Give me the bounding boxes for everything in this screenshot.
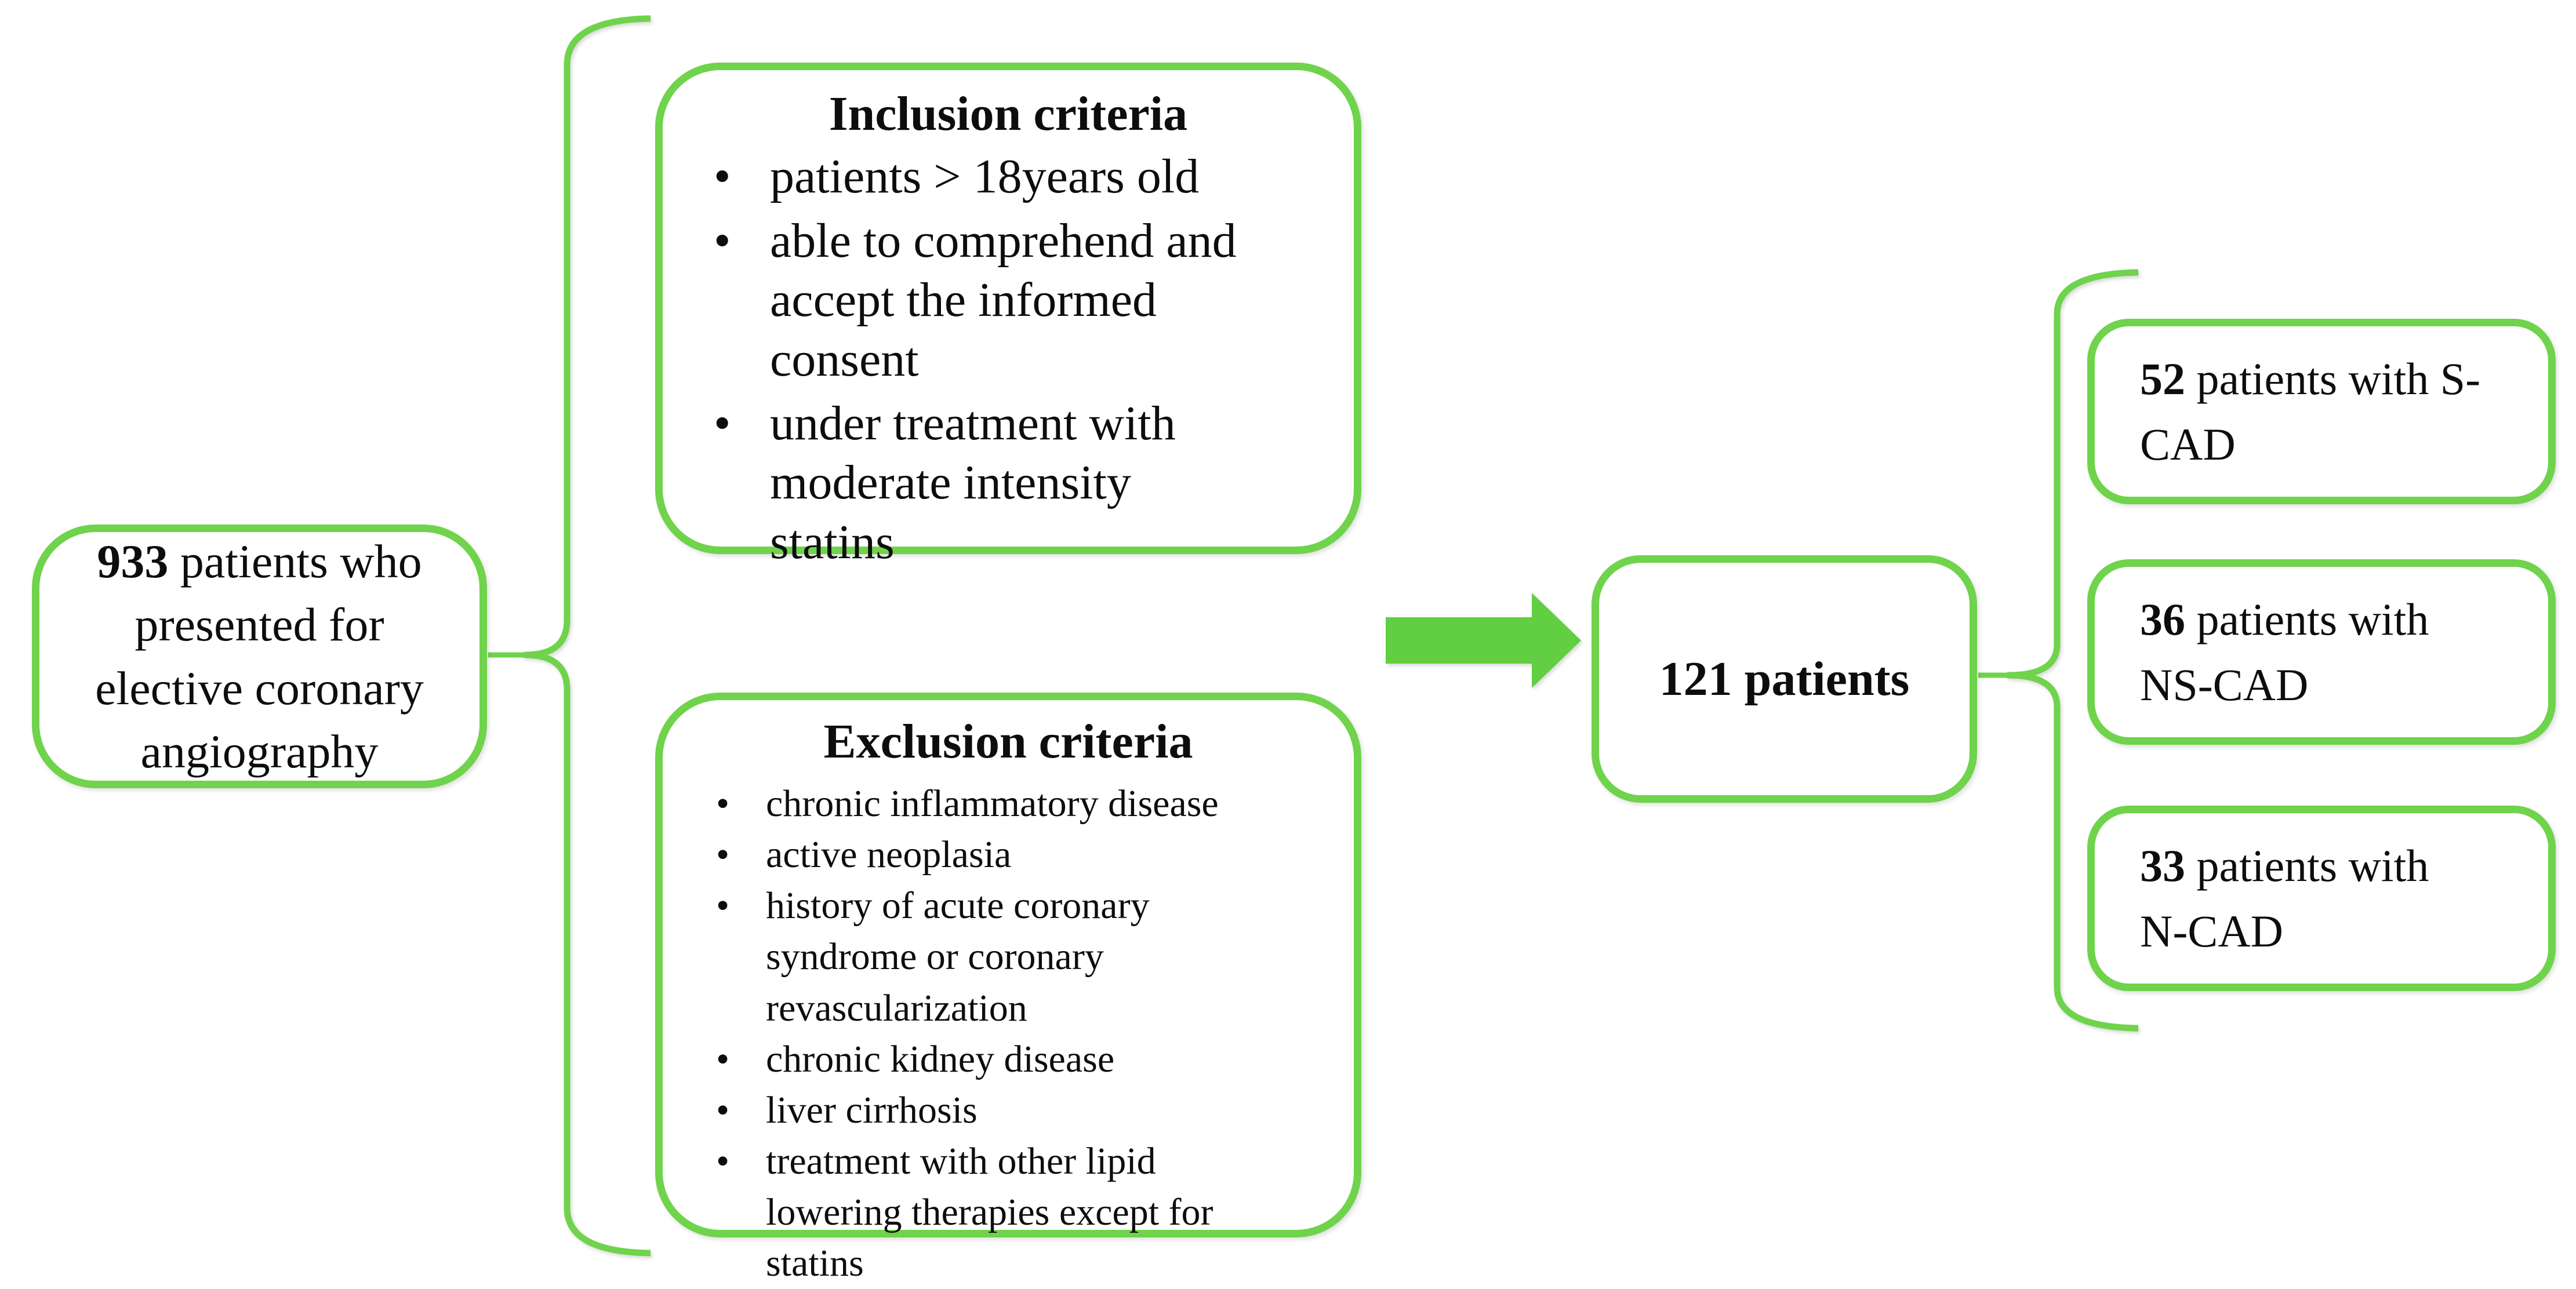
exclusion-bullet-text: treatment with other lipid lowering ther… <box>766 1139 1213 1285</box>
inclusion-bullet: • patients > 18years old <box>663 147 1354 206</box>
exclusion-bullet-text: chronic inflammatory disease <box>766 782 1219 825</box>
inclusion-bullet-text: patients > 18years old <box>770 150 1200 204</box>
bullet-icon: • <box>716 1037 730 1080</box>
exclusion-bullet: • chronic kidney disease <box>663 1034 1354 1085</box>
inclusion-criteria-box: Inclusion criteria • patients > 18years … <box>655 63 1361 569</box>
exclusion-bullet-text: chronic kidney disease <box>766 1037 1115 1080</box>
outcome-scad-text: 52 patients with S- CAD <box>2140 346 2480 477</box>
outcome-ncad-label: patients with N-CAD <box>2140 840 2429 956</box>
bullet-icon: • <box>716 1139 730 1182</box>
outcome-nscad-text: 36 patients with NS-CAD <box>2140 587 2429 718</box>
inclusion-bullet: • able to comprehend and accept the info… <box>663 212 1354 389</box>
outcome-scad-label: patients with S- CAD <box>2140 353 2481 469</box>
bullet-icon: • <box>714 396 731 450</box>
bullet-icon: • <box>714 213 731 268</box>
result-label: 121 patients <box>1659 652 1910 706</box>
exclusion-bullet: • liver cirrhosis <box>663 1085 1354 1136</box>
outcome-box-nscad: 36 patients with NS-CAD <box>2087 559 2556 745</box>
result-box: 121 patients <box>1592 555 1977 803</box>
outcome-nscad-count: 36 <box>2140 593 2185 644</box>
inclusion-bullet-text: able to comprehend and accept the inform… <box>770 213 1237 387</box>
bullet-icon: • <box>716 833 730 876</box>
inclusion-title: Inclusion criteria <box>829 87 1188 141</box>
exclusion-criteria-box: Exclusion criteria • chronic inflammator… <box>655 693 1361 1284</box>
exclusion-bullet: • treatment with other lipid lowering th… <box>663 1136 1354 1289</box>
exclusion-bullet: • active neoplasia <box>663 829 1354 880</box>
outcome-box-scad: 52 patients with S- CAD <box>2087 319 2556 504</box>
right-arrow-icon <box>1386 593 1581 688</box>
outcome-scad-count: 52 <box>2140 353 2185 404</box>
exclusion-bullet-text: history of acute coronary syndrome or co… <box>766 884 1150 1029</box>
source-population-box: 933 patients who presented for elective … <box>32 525 487 788</box>
exclusion-title: Exclusion criteria <box>823 715 1193 769</box>
source-population-text: 933 patients who presented for elective … <box>95 530 424 782</box>
inclusion-bullet-text: under treatment with moderate intensity … <box>770 396 1176 569</box>
inclusion-bullet: • under treatment with moderate intensit… <box>663 394 1354 572</box>
exclusion-bullet-text: active neoplasia <box>766 833 1012 876</box>
bullet-icon: • <box>716 884 730 927</box>
outcome-box-ncad: 33 patients with N-CAD <box>2087 806 2556 991</box>
left-brace <box>522 15 651 1257</box>
bullet-icon: • <box>716 782 730 825</box>
exclusion-bullet: • chronic inflammatory disease <box>663 778 1354 829</box>
bullet-icon: • <box>714 150 731 204</box>
outcome-ncad-count: 33 <box>2140 840 2185 891</box>
bullet-icon: • <box>716 1088 730 1131</box>
outcome-nscad-label: patients with NS-CAD <box>2140 593 2429 710</box>
outcome-ncad-text: 33 patients with N-CAD <box>2140 833 2429 964</box>
source-count: 933 <box>97 535 169 588</box>
exclusion-bullet-text: liver cirrhosis <box>766 1088 978 1131</box>
source-label: patients who presented for elective coro… <box>95 535 424 778</box>
exclusion-bullet: • history of acute coronary syndrome or … <box>663 880 1354 1033</box>
